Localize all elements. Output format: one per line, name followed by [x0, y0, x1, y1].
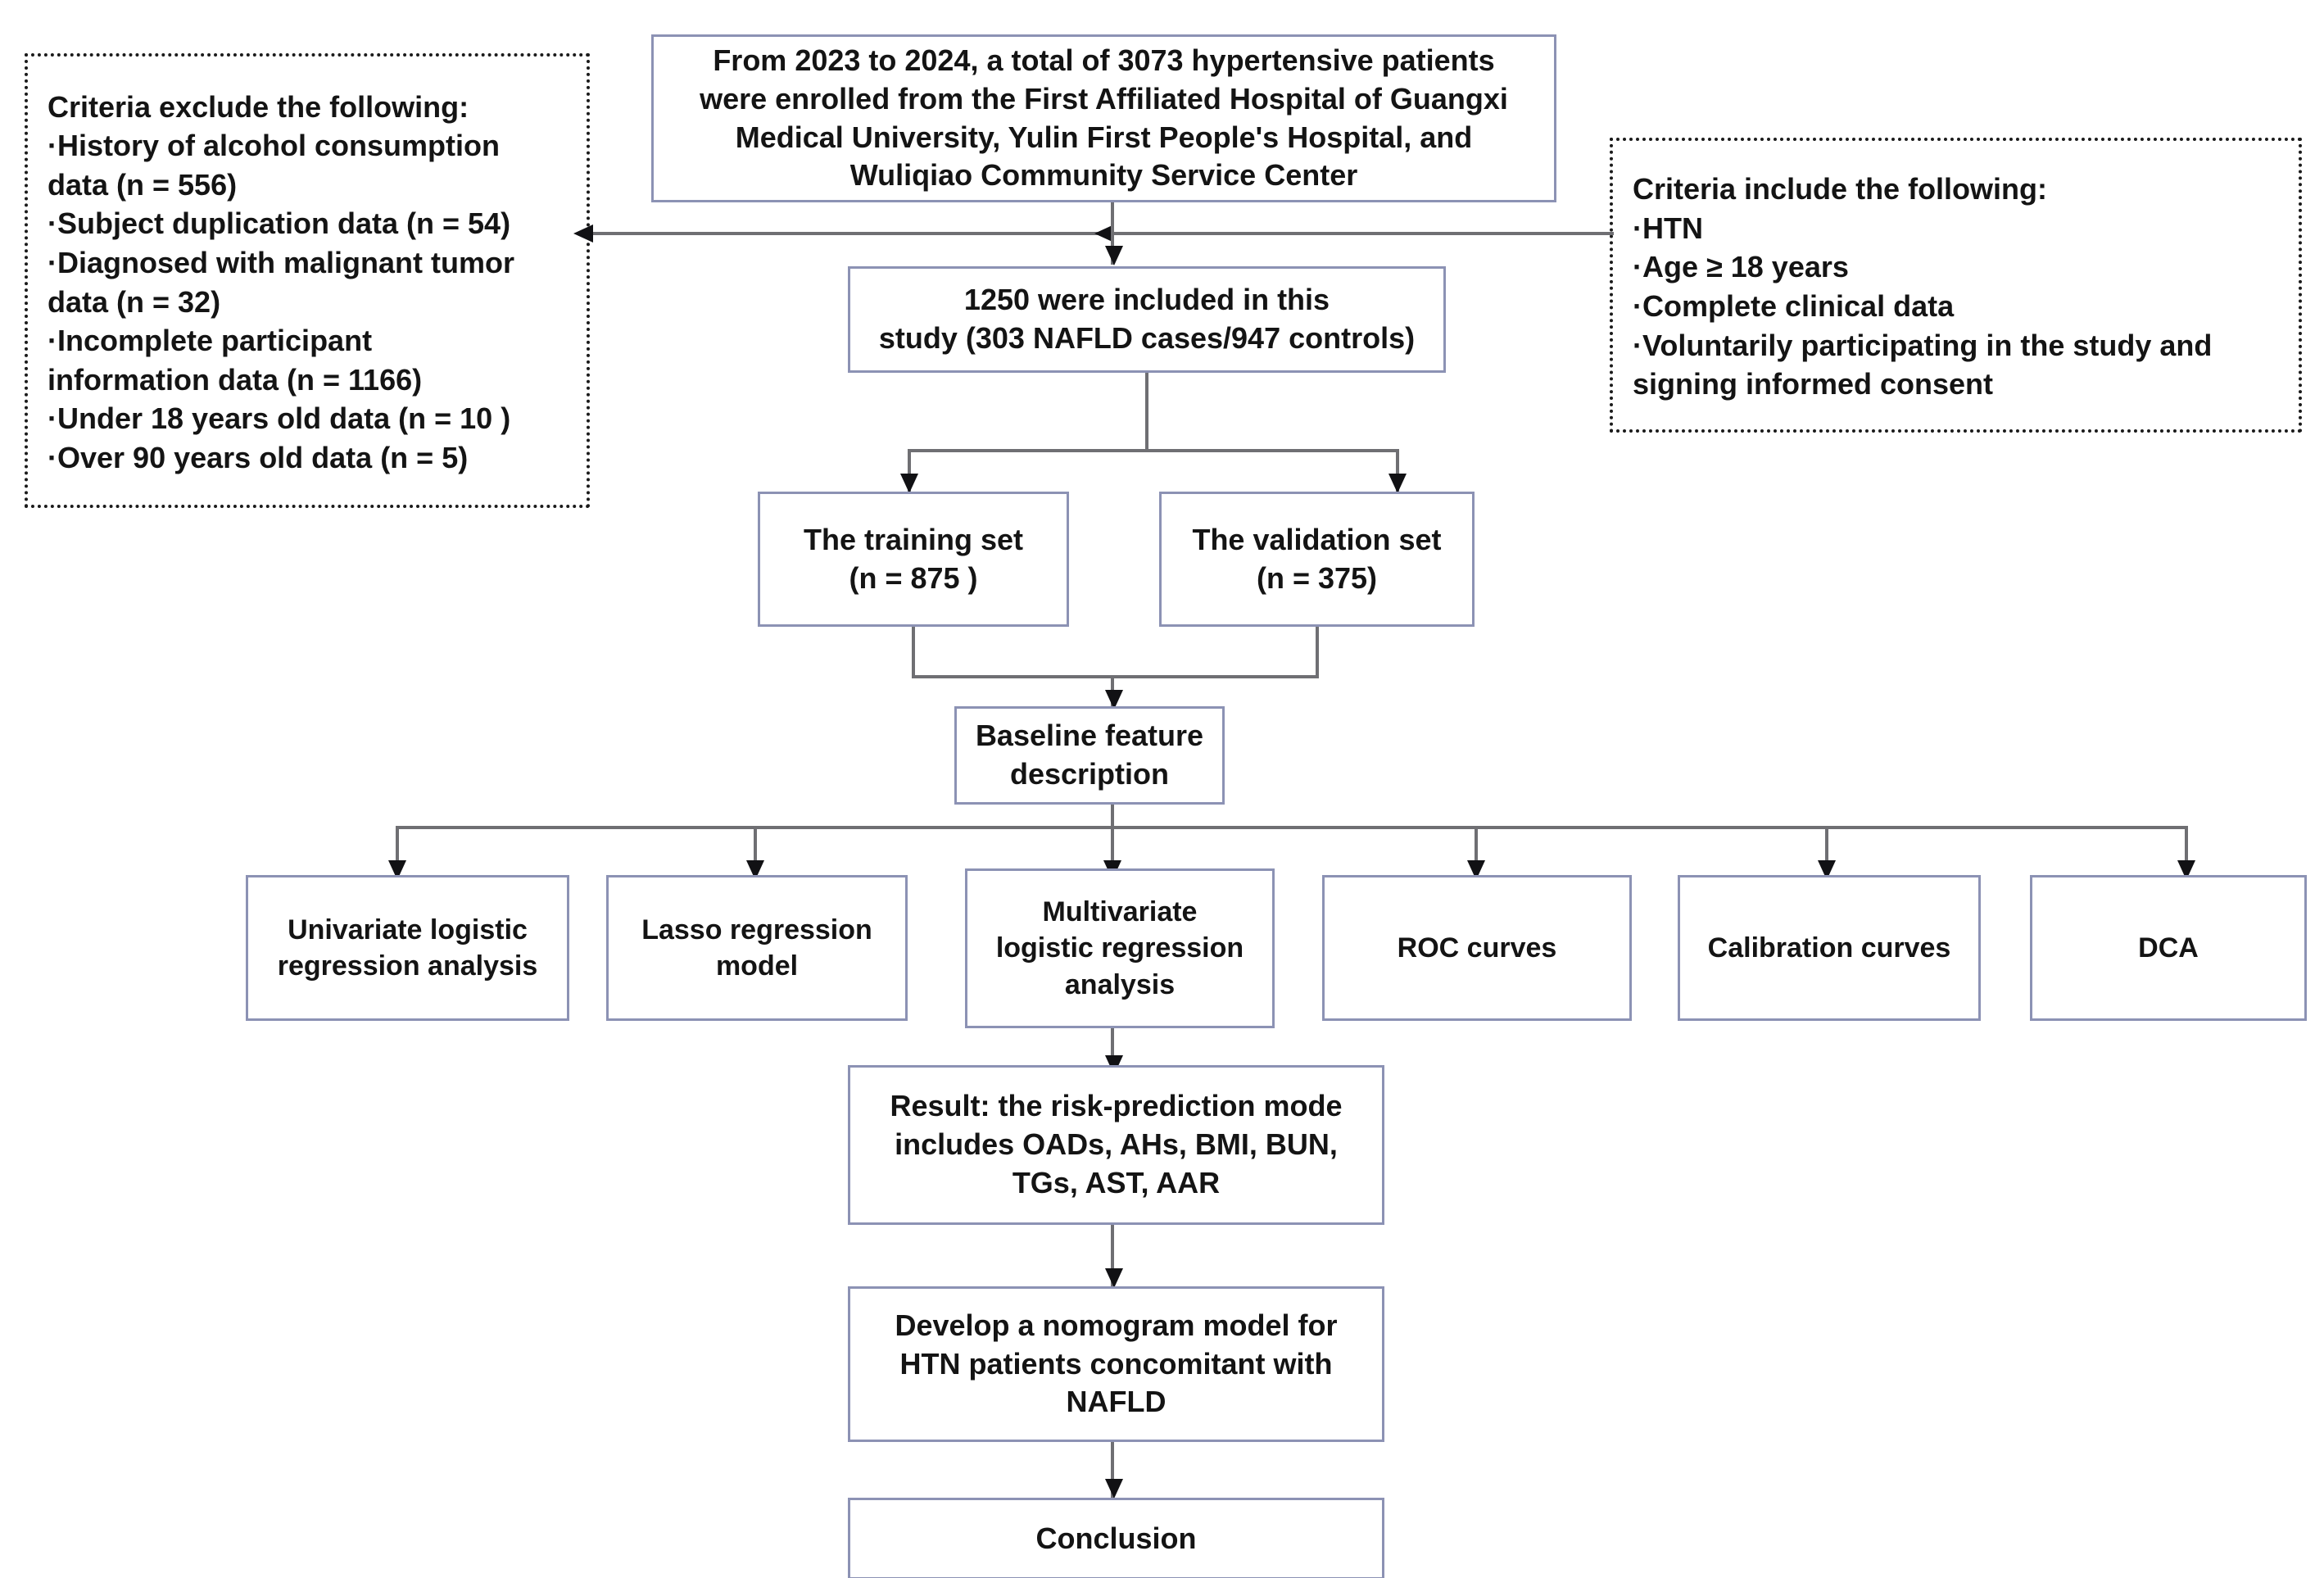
node-analysis-roc: ROC curves — [1322, 875, 1632, 1021]
node-training-set-label: The training set (n = 875 ) — [803, 522, 1024, 595]
node-exclusion-criteria-label: Criteria exclude the following: ·History… — [48, 89, 515, 474]
connector-enrollment-arrowhead — [1105, 246, 1123, 265]
connector-baseline-stem — [1111, 805, 1114, 828]
connector-criteria-arrowhead-mid — [1094, 224, 1114, 243]
node-inclusion-criteria-label: Criteria include the following: ·HTN ·Ag… — [1633, 172, 2213, 401]
connector-result-to-nomogram — [1111, 1225, 1114, 1289]
node-analysis-multivariate-label: Multivariate logistic regression analysi… — [995, 896, 1244, 1000]
connector-drop-multivariate — [1111, 826, 1114, 875]
node-analysis-calibration-label: Calibration curves — [1707, 932, 1951, 964]
connector-drop-roc — [1475, 826, 1478, 875]
node-analysis-calibration: Calibration curves — [1678, 875, 1981, 1021]
node-analysis-lasso: Lasso regression model — [606, 875, 908, 1021]
connector-training-arrowhead — [900, 474, 918, 493]
connector-drop-univariate — [396, 826, 399, 875]
node-nomogram-label: Develop a nomogram model for HTN patient… — [895, 1308, 1338, 1419]
node-inclusion-criteria: Criteria include the following: ·HTN ·Ag… — [1610, 138, 2302, 433]
node-included-label: 1250 were included in this study (303 NA… — [878, 283, 1416, 355]
node-analysis-dca: DCA — [2030, 875, 2307, 1021]
node-baseline-label: Baseline feature description — [975, 719, 1204, 791]
connector-drop-dca — [2185, 826, 2188, 875]
connector-included-stem — [1145, 373, 1148, 452]
node-analysis-dca-label: DCA — [2138, 932, 2199, 964]
connector-distribution-bar — [396, 826, 2188, 829]
node-included: 1250 were included in this study (303 NA… — [848, 266, 1446, 373]
connector-split-bar — [908, 449, 1399, 452]
connector-split-left-drop — [908, 449, 911, 492]
node-enrollment: From 2023 to 2024, a total of 3073 hyper… — [651, 34, 1556, 202]
node-result: Result: the risk-prediction mode include… — [848, 1065, 1384, 1225]
node-analysis-lasso-label: Lasso regression model — [641, 914, 872, 982]
node-result-label: Result: the risk-prediction mode include… — [890, 1089, 1343, 1199]
connector-conclusion-arrowhead — [1105, 1479, 1123, 1499]
connector-validation-down — [1316, 627, 1319, 678]
connector-nomogram-to-conclusion — [1111, 1442, 1114, 1498]
connector-criteria-arrowhead-left — [573, 224, 593, 243]
node-analysis-roc-label: ROC curves — [1397, 932, 1557, 964]
node-validation-set-label: The validation set (n = 375) — [1192, 522, 1442, 595]
node-training-set: The training set (n = 875 ) — [758, 492, 1069, 627]
node-exclusion-criteria: Criteria exclude the following: ·History… — [25, 53, 590, 508]
node-baseline: Baseline feature description — [954, 706, 1225, 805]
node-conclusion-label: Conclusion — [1035, 1521, 1197, 1555]
node-analysis-univariate: Univariate logistic regression analysis — [246, 875, 569, 1021]
connector-baseline-arrowhead — [1105, 690, 1123, 710]
connector-nomogram-arrowhead — [1105, 1268, 1123, 1288]
node-analysis-univariate-label: Univariate logistic regression analysis — [277, 914, 538, 982]
connector-split-right-drop — [1396, 449, 1399, 492]
node-nomogram: Develop a nomogram model for HTN patient… — [848, 1286, 1384, 1442]
connector-multivariate-to-result — [1111, 1028, 1114, 1076]
connector-drop-lasso — [754, 826, 757, 875]
node-analysis-multivariate: Multivariate logistic regression analysi… — [965, 868, 1275, 1028]
node-conclusion: Conclusion — [848, 1498, 1384, 1578]
connector-merge-bar — [912, 675, 1319, 678]
node-validation-set: The validation set (n = 375) — [1159, 492, 1475, 627]
node-enrollment-label: From 2023 to 2024, a total of 3073 hyper… — [700, 43, 1508, 193]
connector-training-down — [912, 627, 915, 678]
connector-drop-calibration — [1825, 826, 1828, 875]
connector-enrollment-to-included — [1111, 202, 1114, 265]
connector-validation-arrowhead — [1389, 474, 1407, 493]
